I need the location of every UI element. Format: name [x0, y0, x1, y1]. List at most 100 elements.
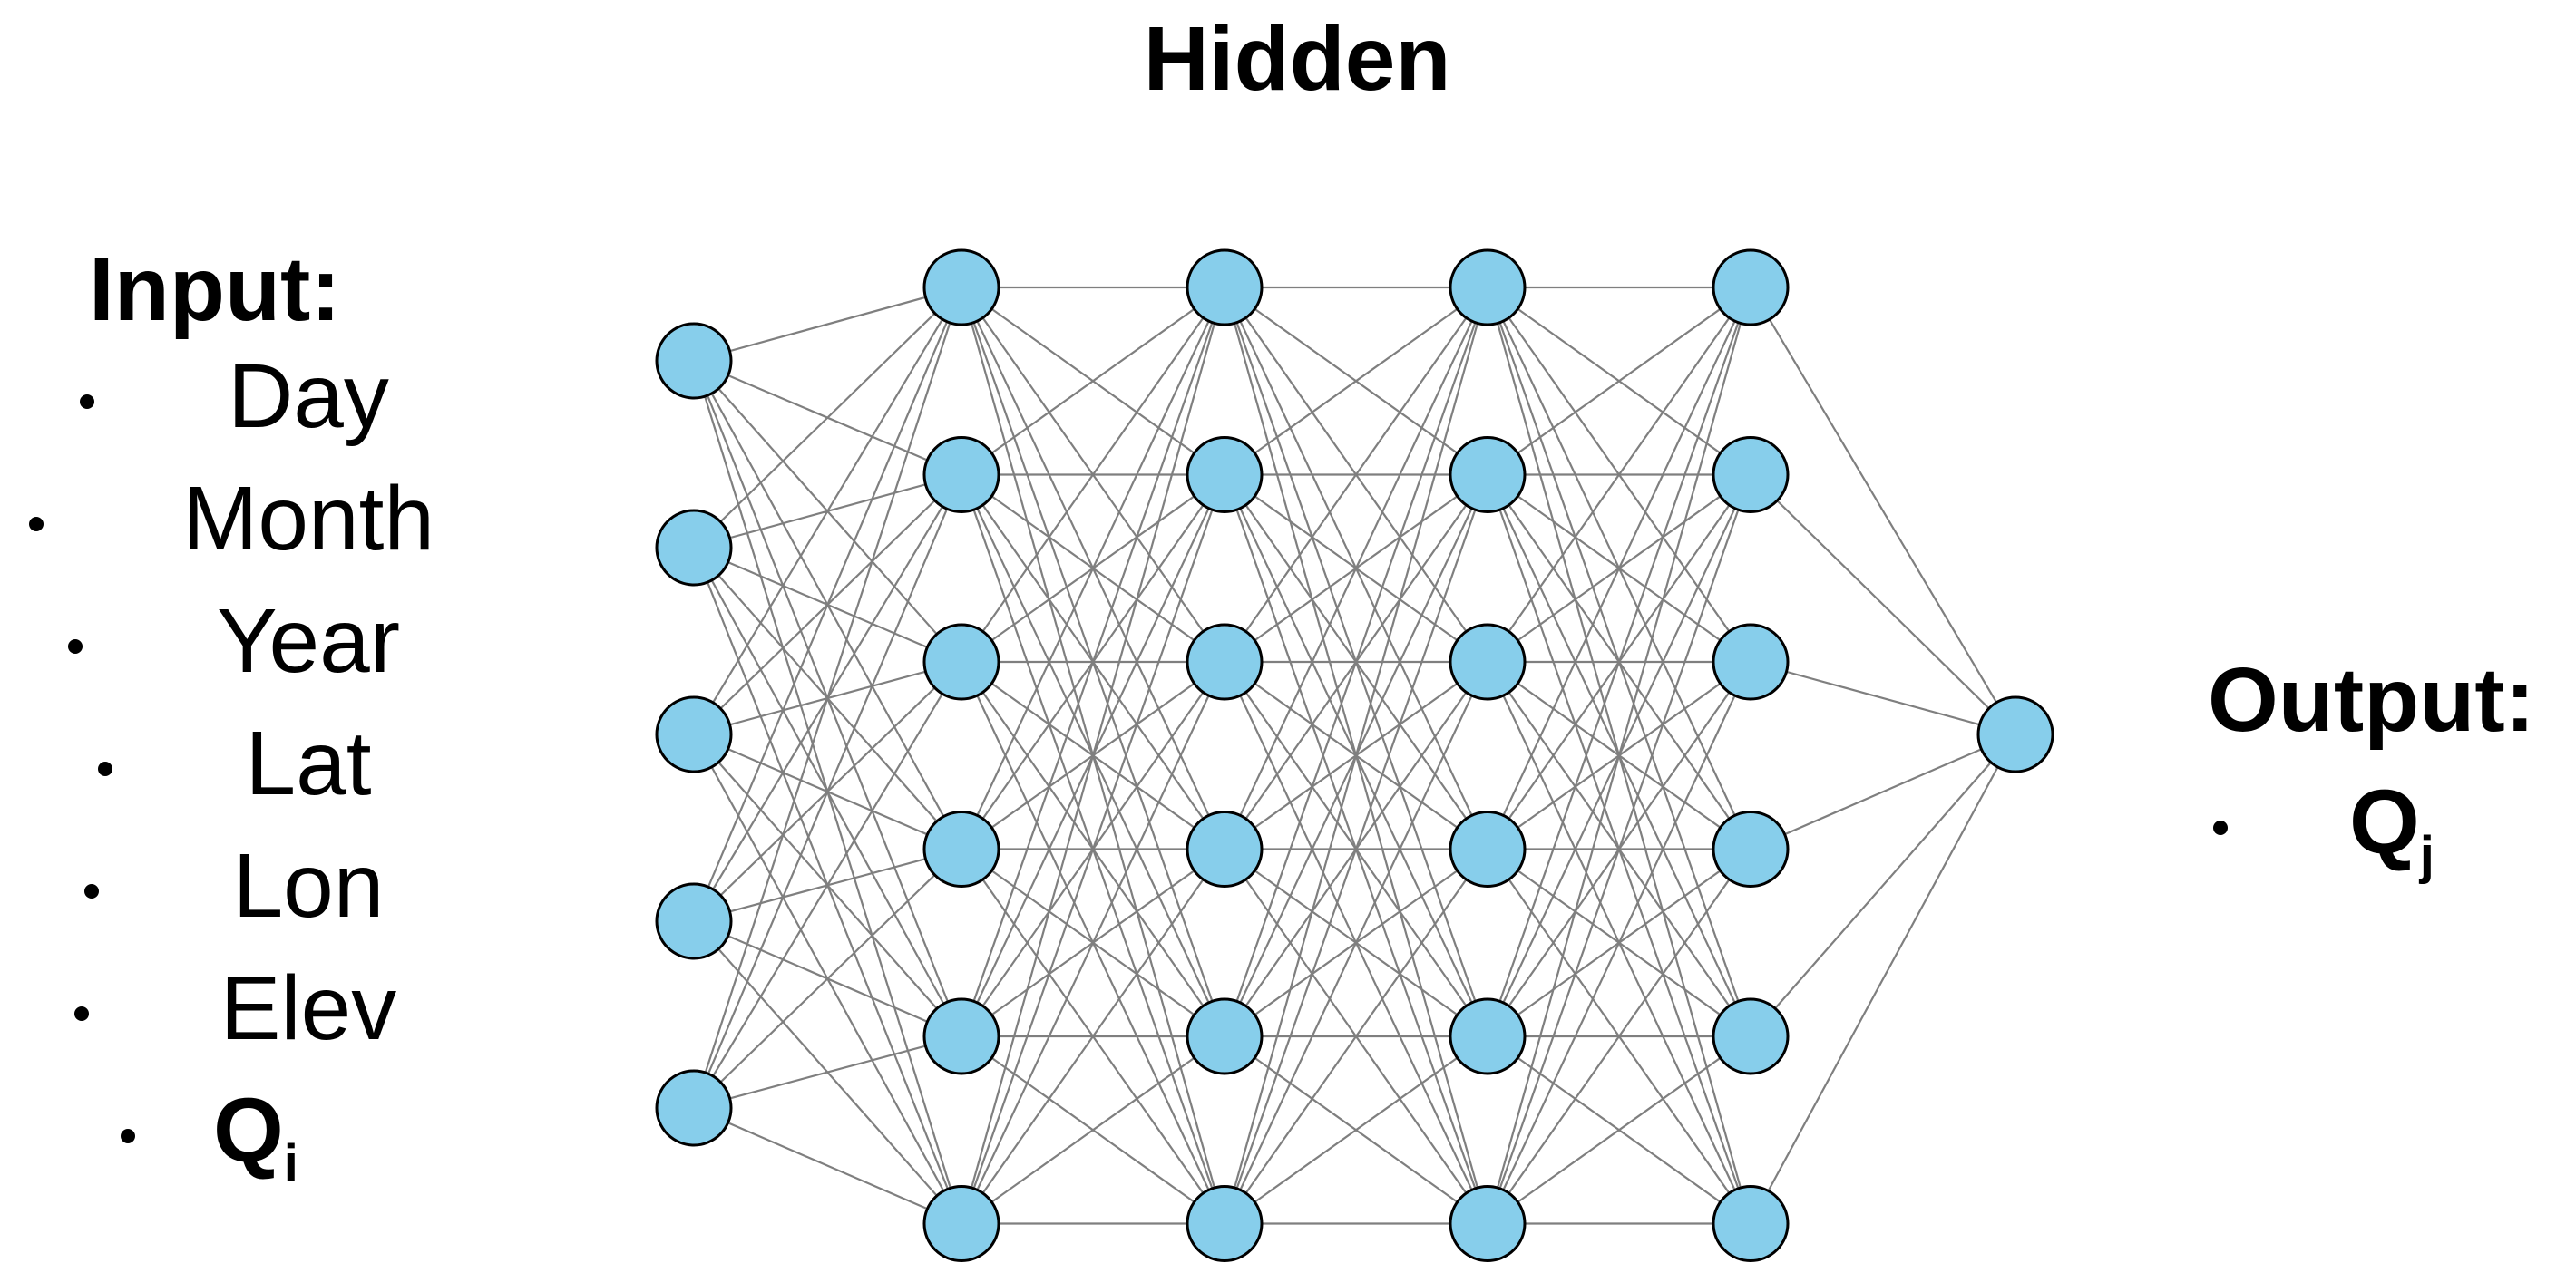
hidden-neuron-l2-0	[1186, 248, 1264, 326]
hidden-neuron-l1-1	[922, 436, 1000, 513]
bullet-icon	[121, 1129, 135, 1143]
bullet-icon	[2213, 821, 2228, 835]
input-neuron-l0-4	[655, 1069, 733, 1147]
hidden-neuron-l4-2	[1712, 623, 1790, 701]
hidden-neuron-l4-0	[1712, 248, 1790, 326]
connection-line-l3-5-0	[1486, 287, 1752, 1224]
hidden-neuron-l4-1	[1712, 436, 1790, 513]
bullet-icon	[29, 517, 44, 531]
connection-line-l4-2-0	[1750, 660, 2016, 736]
connection-line-l4-1-0	[1750, 473, 2016, 735]
connection-line-l3-5-1	[1486, 474, 1752, 1224]
input-item-label: Qi	[213, 1080, 298, 1194]
connection-line-l1-5-1	[960, 474, 1226, 1224]
connection-line-l0-4-3	[693, 848, 962, 1109]
bullet-icon	[68, 639, 83, 654]
hidden-neuron-l3-5	[1449, 1185, 1527, 1262]
input-item-label: Day	[228, 345, 389, 447]
connection-line-l3-5-4	[1487, 1035, 1751, 1225]
connection-line-l1-5-3	[961, 848, 1225, 1225]
connection-line-l0-4-2	[693, 661, 962, 1109]
connection-line-l0-1-0	[693, 287, 962, 549]
hidden-neuron-l2-1	[1186, 436, 1264, 513]
network-neurons	[655, 248, 2054, 1262]
input-neuron-l0-1	[655, 509, 733, 587]
hidden-neuron-l4-4	[1712, 997, 1790, 1075]
connection-line-l3-3-0	[1487, 287, 1751, 850]
connection-line-l2-3-0	[1224, 287, 1488, 850]
hidden-neuron-l2-3	[1186, 811, 1264, 888]
bullet-icon	[80, 394, 94, 409]
input-item-day: Day	[0, 345, 472, 467]
connection-line-l3-5-3	[1487, 848, 1751, 1225]
input-item-label: Lat	[245, 713, 372, 814]
input-item-label: Month	[182, 468, 434, 569]
connection-line-l1-3-0	[961, 287, 1225, 850]
output-item-label: Qj	[2349, 772, 2435, 886]
connection-line-l0-4-0	[692, 287, 963, 1109]
output-neuron-l5-0	[1976, 695, 2054, 773]
hidden-neuron-l2-2	[1186, 623, 1264, 701]
connection-line-l1-5-0	[960, 287, 1226, 1224]
output-item-qj: Qj	[2213, 771, 2576, 893]
connection-line-l2-5-1	[1223, 474, 1489, 1224]
hidden-neuron-l2-5	[1186, 1185, 1264, 1262]
input-heading: Input:	[89, 238, 341, 340]
connection-line-l3-2-0	[1487, 287, 1751, 663]
connection-line-l2-5-4	[1224, 1035, 1488, 1225]
hidden-neuron-l3-0	[1449, 248, 1527, 326]
input-item-label: Lon	[232, 835, 385, 937]
hidden-neuron-l3-3	[1449, 811, 1527, 888]
input-item-label: Elev	[220, 957, 397, 1059]
input-item-month: Month	[0, 467, 472, 589]
connection-line-l0-2-0	[693, 287, 962, 735]
connection-line-l4-5-0	[1750, 734, 2016, 1225]
connection-line-l1-2-0	[961, 287, 1225, 663]
input-item-label: Year	[216, 590, 401, 692]
bullet-icon	[84, 884, 99, 899]
connection-line-l3-1-0	[1487, 287, 1751, 476]
hidden-neuron-l3-4	[1449, 997, 1527, 1075]
hidden-neuron-l1-4	[922, 997, 1000, 1075]
input-item-elev: Elev	[0, 957, 472, 1079]
hidden-layer-label: Hidden	[1143, 8, 1451, 110]
input-item-qi: Qi	[0, 1079, 472, 1201]
connection-line-l0-0-0	[693, 286, 962, 363]
network-connections	[692, 286, 2016, 1225]
hidden-neuron-l4-3	[1712, 811, 1790, 888]
input-item-lon: Lon	[0, 834, 472, 957]
input-neuron-l0-2	[655, 695, 733, 773]
connection-line-l4-4-0	[1750, 734, 2016, 1037]
connection-line-l0-4-1	[692, 474, 963, 1109]
input-neuron-l0-3	[655, 882, 733, 960]
connection-line-l4-0-0	[1750, 287, 2016, 735]
connection-line-l2-1-0	[1224, 287, 1488, 476]
connection-line-l4-3-0	[1750, 733, 2016, 850]
hidden-neuron-l3-2	[1449, 623, 1527, 701]
connection-line-l3-5-2	[1487, 661, 1751, 1224]
hidden-neuron-l1-5	[922, 1185, 1000, 1262]
connection-line-l2-5-3	[1224, 848, 1488, 1225]
connection-line-l1-4-0	[960, 287, 1226, 1037]
connection-line-l1-1-0	[961, 287, 1225, 476]
connection-line-l0-3-0	[692, 287, 963, 922]
hidden-neuron-l1-2	[922, 623, 1000, 701]
connection-line-l2-4-0	[1223, 287, 1489, 1037]
input-feature-list: Day Month Year Lat Lon Elev Qi	[0, 345, 472, 1201]
hidden-neuron-l1-0	[922, 248, 1000, 326]
connection-line-l1-5-4	[961, 1035, 1225, 1225]
bullet-icon	[74, 1006, 89, 1021]
hidden-neuron-l1-3	[922, 811, 1000, 888]
connection-line-l2-5-2	[1224, 661, 1488, 1224]
hidden-neuron-l3-1	[1449, 436, 1527, 513]
connection-line-l2-5-0	[1223, 287, 1489, 1224]
connection-line-l2-2-0	[1224, 287, 1488, 663]
input-neuron-l0-0	[655, 322, 733, 400]
connection-line-l0-4-5	[693, 1106, 962, 1225]
hidden-neuron-l2-4	[1186, 997, 1264, 1075]
connection-line-l0-4-4	[693, 1035, 962, 1110]
connection-line-l1-5-2	[961, 661, 1225, 1224]
input-item-year: Year	[0, 589, 472, 712]
bullet-icon	[98, 762, 112, 776]
